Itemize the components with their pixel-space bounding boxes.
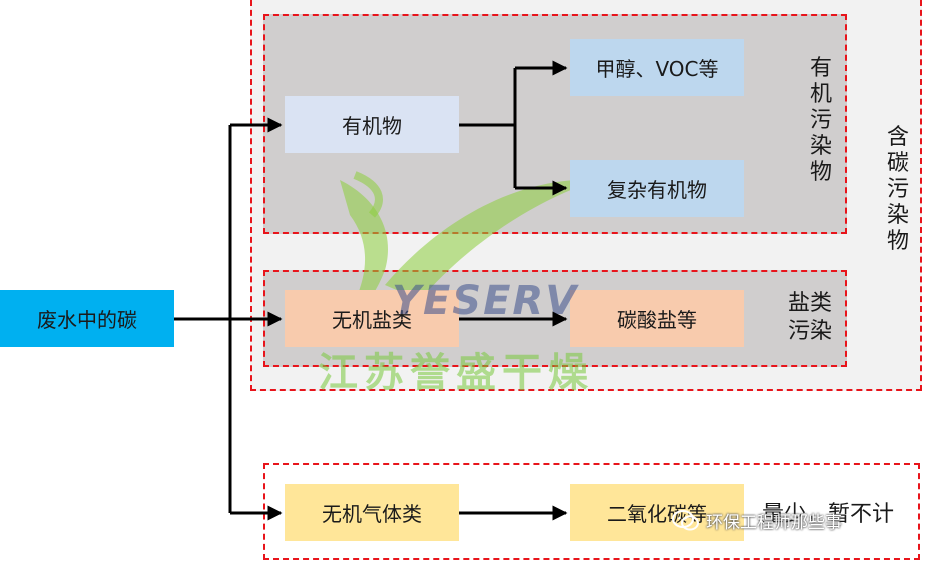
inorganic-salt-label: 无机盐类 bbox=[332, 308, 412, 332]
account-badge: 环保工程师那些事 bbox=[672, 508, 842, 533]
carbonate-label: 碳酸盐等 bbox=[617, 308, 697, 332]
source-node-label: 废水中的碳 bbox=[37, 308, 137, 332]
complex-organic-label: 复杂有机物 bbox=[607, 178, 707, 202]
wechat-icon bbox=[672, 509, 699, 530]
inorganic-gas-label: 无机气体类 bbox=[322, 502, 422, 526]
source-node: 废水中的碳 bbox=[0, 290, 174, 347]
watermark-logo: YESERV bbox=[392, 278, 579, 324]
organic-pollutant-label: 有 机 污 染 物 bbox=[809, 56, 832, 185]
methanol-voc-node: 甲醇、VOC等 bbox=[570, 39, 744, 96]
organic-node: 有机物 bbox=[285, 96, 459, 153]
watermark-company: 江苏誉盛干燥 bbox=[318, 350, 594, 396]
small-negligible-label: 量少，暂不计 bbox=[762, 502, 895, 527]
carbonate-node: 碳酸盐等 bbox=[570, 290, 744, 347]
carbon-pollutant-label: 含 碳 污 染 物 bbox=[886, 125, 909, 254]
inorganic-gas-node: 无机气体类 bbox=[285, 484, 459, 541]
complex-organic-node: 复杂有机物 bbox=[570, 160, 744, 217]
organic-node-label: 有机物 bbox=[342, 114, 402, 138]
methanol-voc-label: 甲醇、VOC等 bbox=[595, 57, 719, 81]
salt-pollution-label: 盐类 污染 bbox=[787, 291, 832, 344]
account-name: 环保工程师那些事 bbox=[706, 513, 842, 533]
inorganic-salt-node: 无机盐类 bbox=[285, 290, 459, 347]
co2-node: 二氧化碳等 bbox=[570, 484, 744, 541]
